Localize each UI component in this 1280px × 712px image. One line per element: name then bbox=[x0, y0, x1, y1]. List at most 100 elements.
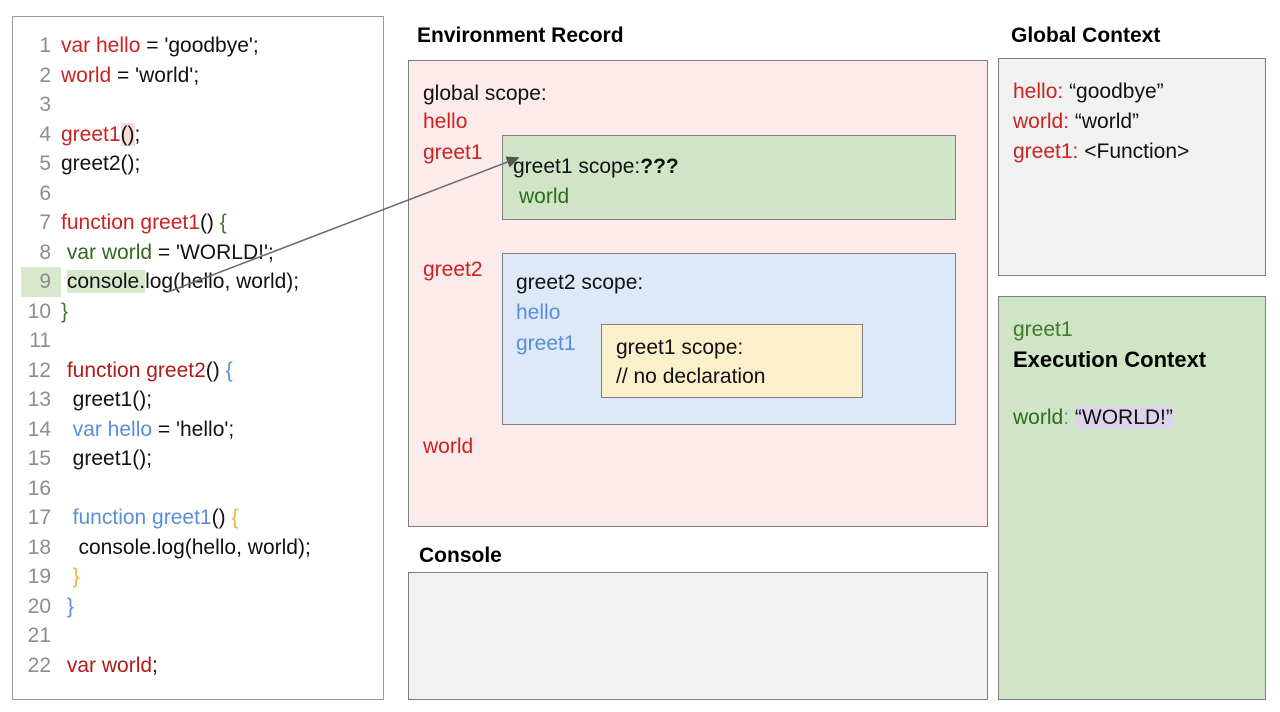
code-token: = 'hello'; bbox=[152, 417, 235, 441]
line-number: 14 bbox=[27, 417, 51, 441]
line-number: 3 bbox=[39, 93, 51, 116]
code-line[interactable]: 22 var world; bbox=[21, 651, 375, 681]
code-token: function greet1 bbox=[72, 506, 212, 529]
code-line-text: greet1(); bbox=[61, 385, 152, 415]
code-token: } bbox=[66, 594, 74, 618]
code-line[interactable]: 18 console.log(hello, world); bbox=[21, 533, 375, 563]
global-entry-key: world bbox=[1013, 110, 1064, 133]
global-binding-greet2: greet2 bbox=[423, 258, 483, 281]
line-number: 11 bbox=[29, 329, 51, 352]
code-token: () bbox=[211, 506, 232, 529]
code-line-text: greet2(); bbox=[61, 149, 140, 179]
execution-context-box: greet1 Execution Context world: “WORLD!” bbox=[998, 296, 1266, 700]
greet1-scope-box: greet1 scope:??? world bbox=[502, 135, 956, 220]
code-token: () bbox=[205, 358, 226, 382]
code-line-text: function greet2() { bbox=[61, 356, 233, 386]
code-line[interactable]: 6 bbox=[21, 179, 375, 209]
global-context-entry: hello: “goodbye” bbox=[1013, 80, 1164, 103]
greet2-scope-box: greet2 scope: hello greet1 greet1 scope:… bbox=[502, 253, 956, 425]
line-number: 6 bbox=[39, 181, 51, 205]
code-token: var hello bbox=[72, 417, 153, 441]
code-line[interactable]: 11 bbox=[21, 326, 375, 356]
code-line-text: greet1(); bbox=[61, 120, 140, 150]
code-line[interactable]: 3 bbox=[21, 90, 375, 120]
execution-context-function-name: greet1 bbox=[1013, 318, 1073, 341]
code-token bbox=[61, 270, 67, 293]
global-entry-value: “world” bbox=[1074, 110, 1140, 133]
code-line-text: var world; bbox=[61, 651, 158, 681]
code-token: function greet1 bbox=[61, 211, 200, 234]
code-line-text: console.log(hello, world); bbox=[61, 533, 311, 563]
code-line[interactable]: 8 var world = 'WORLD!'; bbox=[21, 238, 375, 268]
line-number: 20 bbox=[27, 594, 51, 618]
line-number: 22 bbox=[27, 653, 51, 677]
code-line[interactable]: 20 } bbox=[21, 592, 375, 622]
line-number: 8 bbox=[39, 240, 51, 264]
code-line-text: } bbox=[61, 592, 74, 622]
code-token: { bbox=[219, 211, 227, 234]
code-line[interactable]: 9 console.log(hello, world); bbox=[21, 267, 375, 297]
console-heading: Console bbox=[419, 544, 502, 567]
code-line[interactable]: 5 greet2(); bbox=[21, 149, 375, 179]
code-token: = 'WORLD!'; bbox=[152, 240, 274, 264]
environment-record-box: global scope: hello greet1 greet2 world … bbox=[408, 60, 988, 527]
execution-entry-value: “WORLD!” bbox=[1074, 406, 1173, 429]
execution-context-title: Execution Context bbox=[1013, 347, 1207, 372]
execution-context-spacer bbox=[1013, 375, 1265, 403]
code-line[interactable]: 10} bbox=[21, 297, 375, 327]
greet2-scope-title: greet2 scope: bbox=[516, 271, 644, 294]
console-output-box[interactable] bbox=[408, 572, 988, 700]
line-number: 1 bbox=[39, 34, 51, 57]
code-line[interactable]: 16 bbox=[21, 474, 375, 504]
code-token: { bbox=[225, 358, 233, 382]
code-line[interactable]: 19 } bbox=[21, 562, 375, 592]
code-line[interactable]: 15 greet1(); bbox=[21, 444, 375, 474]
code-token bbox=[61, 565, 73, 588]
code-line[interactable]: 13 greet1(); bbox=[21, 385, 375, 415]
code-line[interactable]: 14 var hello = 'hello'; bbox=[21, 415, 375, 445]
code-token: greet1(); bbox=[61, 388, 153, 411]
code-token: world bbox=[61, 63, 112, 87]
code-line[interactable]: 1 var hello = 'goodbye'; bbox=[21, 31, 375, 61]
code-token: console. bbox=[66, 270, 146, 293]
console-output-text bbox=[409, 573, 987, 593]
global-scope-label: global scope: bbox=[423, 82, 547, 105]
code-token: var world bbox=[66, 653, 153, 677]
global-entry-key: greet1 bbox=[1013, 140, 1073, 163]
line-number: 9 bbox=[21, 267, 61, 297]
code-line[interactable]: 17 function greet1() { bbox=[21, 503, 375, 533]
code-token: var world bbox=[66, 240, 153, 264]
greet1-scope-binding-world: world bbox=[519, 185, 570, 208]
code-token: function greet2 bbox=[66, 358, 206, 382]
code-line-text: var world = 'WORLD!'; bbox=[61, 238, 274, 268]
code-token: log(hello, world); bbox=[145, 270, 300, 293]
code-token: ; bbox=[134, 122, 141, 146]
line-number: 5 bbox=[39, 152, 51, 175]
code-line-text: world = 'world'; bbox=[61, 61, 199, 91]
code-token: () bbox=[199, 211, 220, 234]
code-token: () bbox=[120, 122, 135, 146]
line-number: 12 bbox=[27, 358, 51, 382]
line-number: 16 bbox=[27, 476, 51, 500]
global-context-entry: world: “world” bbox=[1013, 110, 1140, 133]
global-entry-key: hello bbox=[1013, 80, 1058, 103]
inner-greet1-scope-box: greet1 scope: // no declaration bbox=[601, 324, 863, 398]
line-number: 13 bbox=[27, 388, 51, 411]
code-line-text: var hello = 'goodbye'; bbox=[61, 31, 259, 61]
line-number: 18 bbox=[27, 535, 51, 559]
line-number: 15 bbox=[27, 447, 51, 470]
code-line[interactable]: 21 bbox=[21, 621, 375, 651]
code-token: { bbox=[231, 506, 239, 529]
global-entry-value: “goodbye” bbox=[1069, 80, 1164, 103]
global-binding-hello: hello bbox=[423, 110, 468, 133]
execution-entry-key: world bbox=[1013, 406, 1064, 429]
code-line-text: function greet1() { bbox=[61, 503, 239, 533]
code-line[interactable]: 12 function greet2() { bbox=[21, 356, 375, 386]
line-number: 10 bbox=[27, 299, 51, 323]
